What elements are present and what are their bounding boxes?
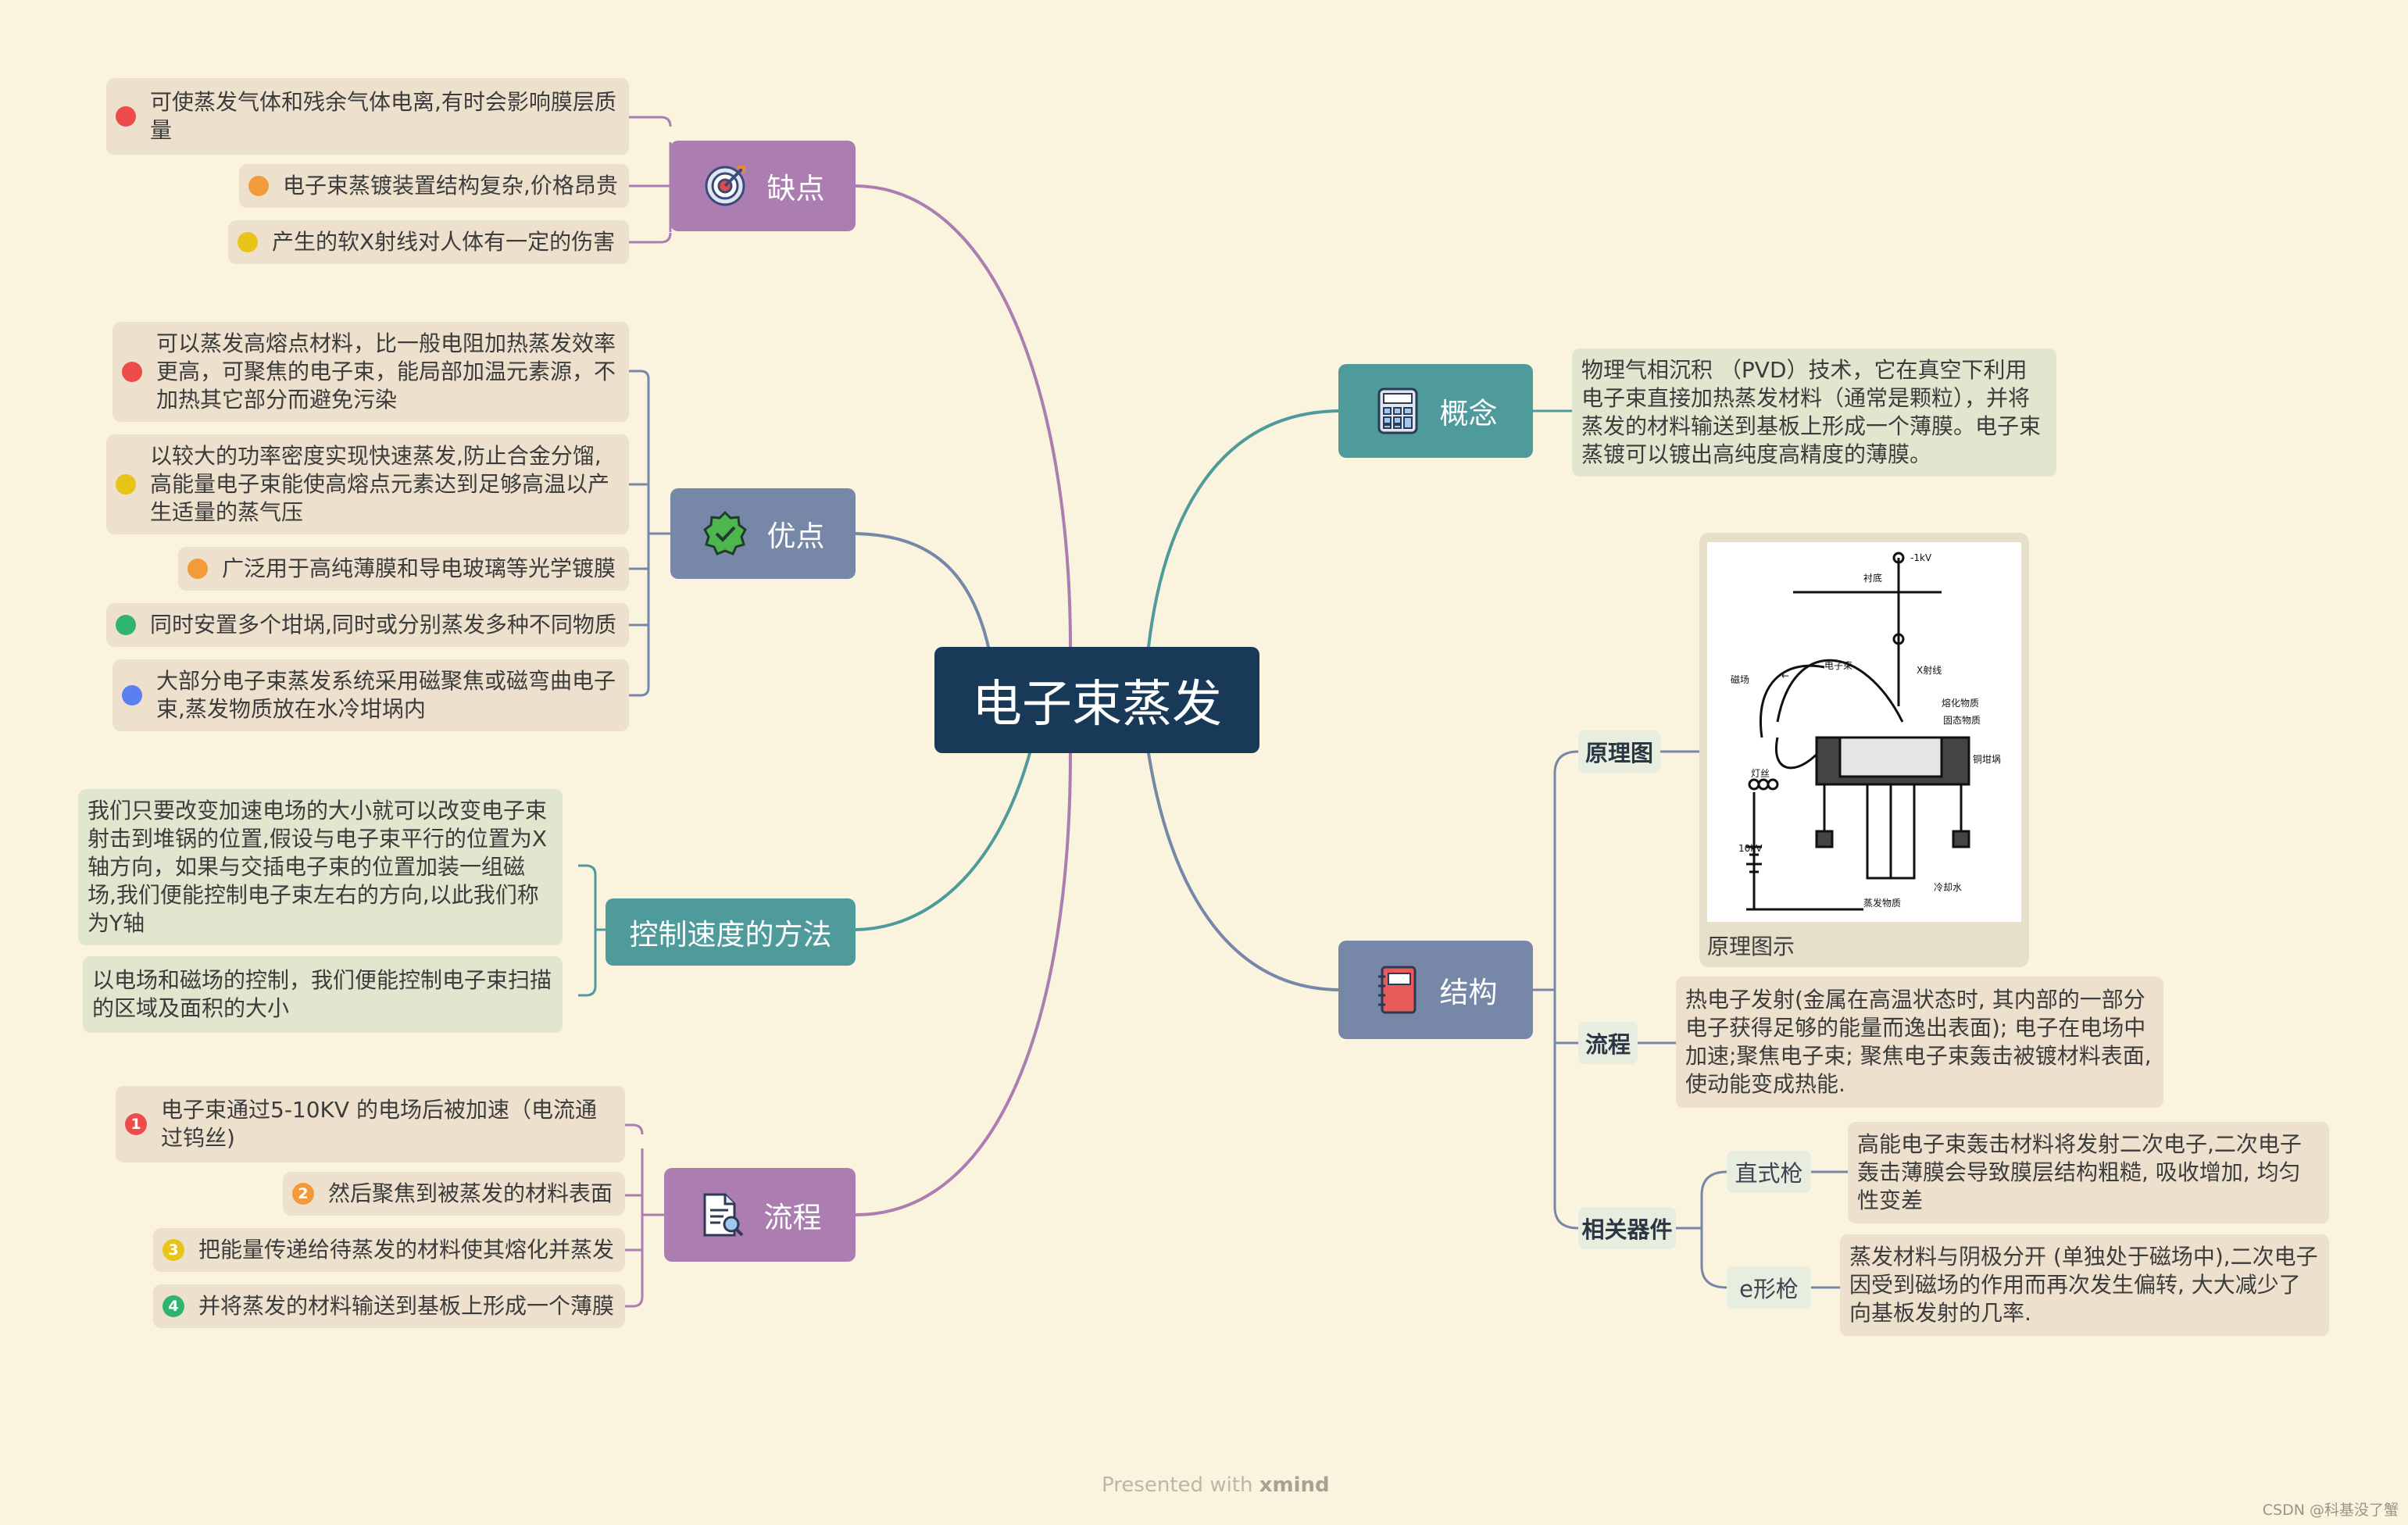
branch-line-method bbox=[854, 752, 1031, 931]
csdn-watermark: CSDN @科基没了蟹 bbox=[2262, 1502, 2399, 1519]
branch-line-quedian bbox=[854, 184, 1072, 648]
topic-gainian[interactable]: 概念 bbox=[1338, 364, 1533, 458]
svg-text:熔化物质: 熔化物质 bbox=[1942, 697, 1979, 709]
central-topic[interactable]: 电子束蒸发 bbox=[934, 647, 1259, 753]
leaf-liucheng-3[interactable]: 3 把能量传递给待蒸发的材料使其熔化并蒸发 bbox=[153, 1228, 625, 1272]
branch-line-jiegou bbox=[1147, 752, 1340, 991]
green-dot-icon bbox=[116, 615, 136, 635]
target-icon bbox=[702, 162, 748, 209]
svg-text:10kV: 10kV bbox=[1738, 843, 1763, 854]
red-dot-icon bbox=[122, 362, 142, 382]
topic-liucheng[interactable]: 流程 bbox=[664, 1168, 856, 1262]
topic-label: 流程 bbox=[763, 1201, 822, 1234]
document-search-icon bbox=[698, 1191, 745, 1238]
svg-text:电子束: 电子束 bbox=[1824, 660, 1852, 671]
orange-dot-icon bbox=[188, 559, 208, 579]
subtopic-process[interactable]: 流程 bbox=[1578, 1022, 1638, 1064]
leaf-e-gun-desc[interactable]: 蒸发材料与阴极分开 (单独处于磁场中),二次电子因受到磁场的作用而再次发生偏转,… bbox=[1840, 1234, 2329, 1336]
subtopic-straight-gun[interactable]: 直式枪 bbox=[1727, 1151, 1811, 1193]
leaf-liucheng-1[interactable]: 1 电子束通过5-10KV 的电场后被加速（电流通过钨丝) bbox=[116, 1086, 625, 1162]
principle-diagram-image: -1kV 衬底 电子束 ← X射线 磁场 熔化物质 固态物质 铜坩埚 灯丝 10… bbox=[1707, 542, 2021, 922]
yellow-dot-icon bbox=[238, 232, 258, 252]
branch-line-liucheng-left bbox=[854, 752, 1072, 1216]
branch-line-gainian bbox=[1147, 409, 1340, 648]
leaf-method-1[interactable]: 我们只要改变加速电场的大小就可以改变电子束射击到堆锅的位置,假设与电子束平行的位… bbox=[78, 789, 563, 945]
calculator-icon bbox=[1374, 388, 1421, 434]
electron-beam-schematic: -1kV 衬底 电子束 ← X射线 磁场 熔化物质 固态物质 铜坩埚 灯丝 10… bbox=[1731, 552, 2001, 911]
topic-label: 缺点 bbox=[766, 172, 825, 205]
branch-line-youdian bbox=[854, 532, 990, 648]
svg-text:固态物质: 固态物质 bbox=[1943, 715, 1981, 726]
svg-text:蒸发物质: 蒸发物质 bbox=[1863, 897, 1901, 909]
svg-text:X射线: X射线 bbox=[1917, 664, 1942, 676]
number-3-icon: 3 bbox=[163, 1239, 184, 1261]
svg-text:-1kV: -1kV bbox=[1910, 552, 1932, 563]
topic-quedian[interactable]: 缺点 bbox=[670, 141, 856, 231]
svg-text:灯丝: 灯丝 bbox=[1751, 768, 1770, 779]
verified-badge-icon bbox=[702, 510, 748, 557]
subtopic-related-devices[interactable]: 相关器件 bbox=[1578, 1207, 1676, 1249]
svg-text:衬底: 衬底 bbox=[1863, 572, 1882, 584]
presented-with-footer: Presented with xmind bbox=[1102, 1473, 1330, 1497]
number-4-icon: 4 bbox=[163, 1295, 184, 1317]
leaf-quedian-3[interactable]: 产生的软X射线对人体有一定的伤害 bbox=[228, 220, 629, 264]
leaf-youdian-5[interactable]: 大部分电子束蒸发系统采用磁聚焦或磁弯曲电子束,蒸发物质放在水冷坩埚内 bbox=[113, 659, 629, 731]
leaf-straight-gun-desc[interactable]: 高能电子束轰击材料将发射二次电子,二次电子轰击薄膜会导致膜层结构粗糙, 吸收增加… bbox=[1848, 1122, 2329, 1223]
svg-text:铜坩埚: 铜坩埚 bbox=[1973, 753, 2001, 765]
topic-youdian[interactable]: 优点 bbox=[670, 488, 856, 579]
principle-caption: 原理图示 bbox=[1707, 934, 1795, 959]
central-topic-label: 电子束蒸发 bbox=[972, 676, 1222, 734]
leaf-liucheng-4[interactable]: 4 并将蒸发的材料输送到基板上形成一个薄膜 bbox=[153, 1284, 625, 1328]
topic-label: 概念 bbox=[1439, 397, 1498, 430]
leaf-youdian-2[interactable]: 以较大的功率密度实现快速蒸发,防止合金分馏,高能量电子束能使高熔点元素达到足够高… bbox=[106, 434, 629, 534]
leaf-gainian[interactable]: 物理气相沉积 （PVD）技术，它在真空下利用电子束直接加热蒸发材料（通常是颗粒）… bbox=[1572, 348, 2056, 477]
leaf-quedian-1[interactable]: 可使蒸发气体和残余气体电离,有时会影响膜层质量 bbox=[106, 78, 629, 155]
topic-jiegou[interactable]: 结构 bbox=[1338, 941, 1533, 1039]
number-2-icon: 2 bbox=[292, 1183, 314, 1205]
leaf-quedian-2[interactable]: 电子束蒸镀装置结构复杂,价格昂贵 bbox=[239, 164, 629, 208]
leaf-liucheng-2[interactable]: 2 然后聚焦到被蒸发的材料表面 bbox=[283, 1172, 625, 1216]
notebook-icon bbox=[1374, 966, 1421, 1014]
svg-text:←: ← bbox=[1781, 670, 1789, 681]
leaf-youdian-4[interactable]: 同时安置多个坩埚,同时或分别蒸发多种不同物质 bbox=[106, 603, 629, 647]
topic-label: 优点 bbox=[766, 520, 825, 553]
leaf-youdian-3[interactable]: 广泛用于高纯薄膜和导电玻璃等光学镀膜 bbox=[178, 547, 629, 591]
topic-control-method[interactable]: 控制速度的方法 bbox=[606, 898, 856, 966]
subtopic-principle-diagram[interactable]: 原理图 bbox=[1578, 730, 1660, 773]
topic-label: 结构 bbox=[1439, 976, 1498, 1009]
number-1-icon: 1 bbox=[125, 1113, 147, 1135]
svg-text:磁场: 磁场 bbox=[1731, 673, 1749, 685]
blue-dot-icon bbox=[122, 685, 142, 705]
topic-label: 控制速度的方法 bbox=[629, 918, 832, 952]
red-dot-icon bbox=[116, 106, 136, 127]
svg-text:冷却水: 冷却水 bbox=[1934, 882, 1962, 893]
leaf-method-2[interactable]: 以电场和磁场的控制，我们便能控制电子束扫描的区域及面积的大小 bbox=[83, 956, 563, 1033]
orange-dot-icon bbox=[248, 176, 269, 196]
principle-image-card[interactable]: -1kV 衬底 电子束 ← X射线 磁场 熔化物质 固态物质 铜坩埚 灯丝 10… bbox=[1699, 533, 2029, 967]
yellow-dot-icon bbox=[116, 474, 136, 495]
leaf-youdian-1[interactable]: 可以蒸发高熔点材料，比一般电阻加热蒸发效率更高，可聚焦的电子束，能局部加温元素源… bbox=[113, 322, 629, 422]
leaf-process-desc[interactable]: 热电子发射(金属在高温状态时, 其内部的一部分电子获得足够的能量而逸出表面); … bbox=[1676, 977, 2163, 1108]
subtopic-e-gun[interactable]: e形枪 bbox=[1727, 1266, 1811, 1309]
